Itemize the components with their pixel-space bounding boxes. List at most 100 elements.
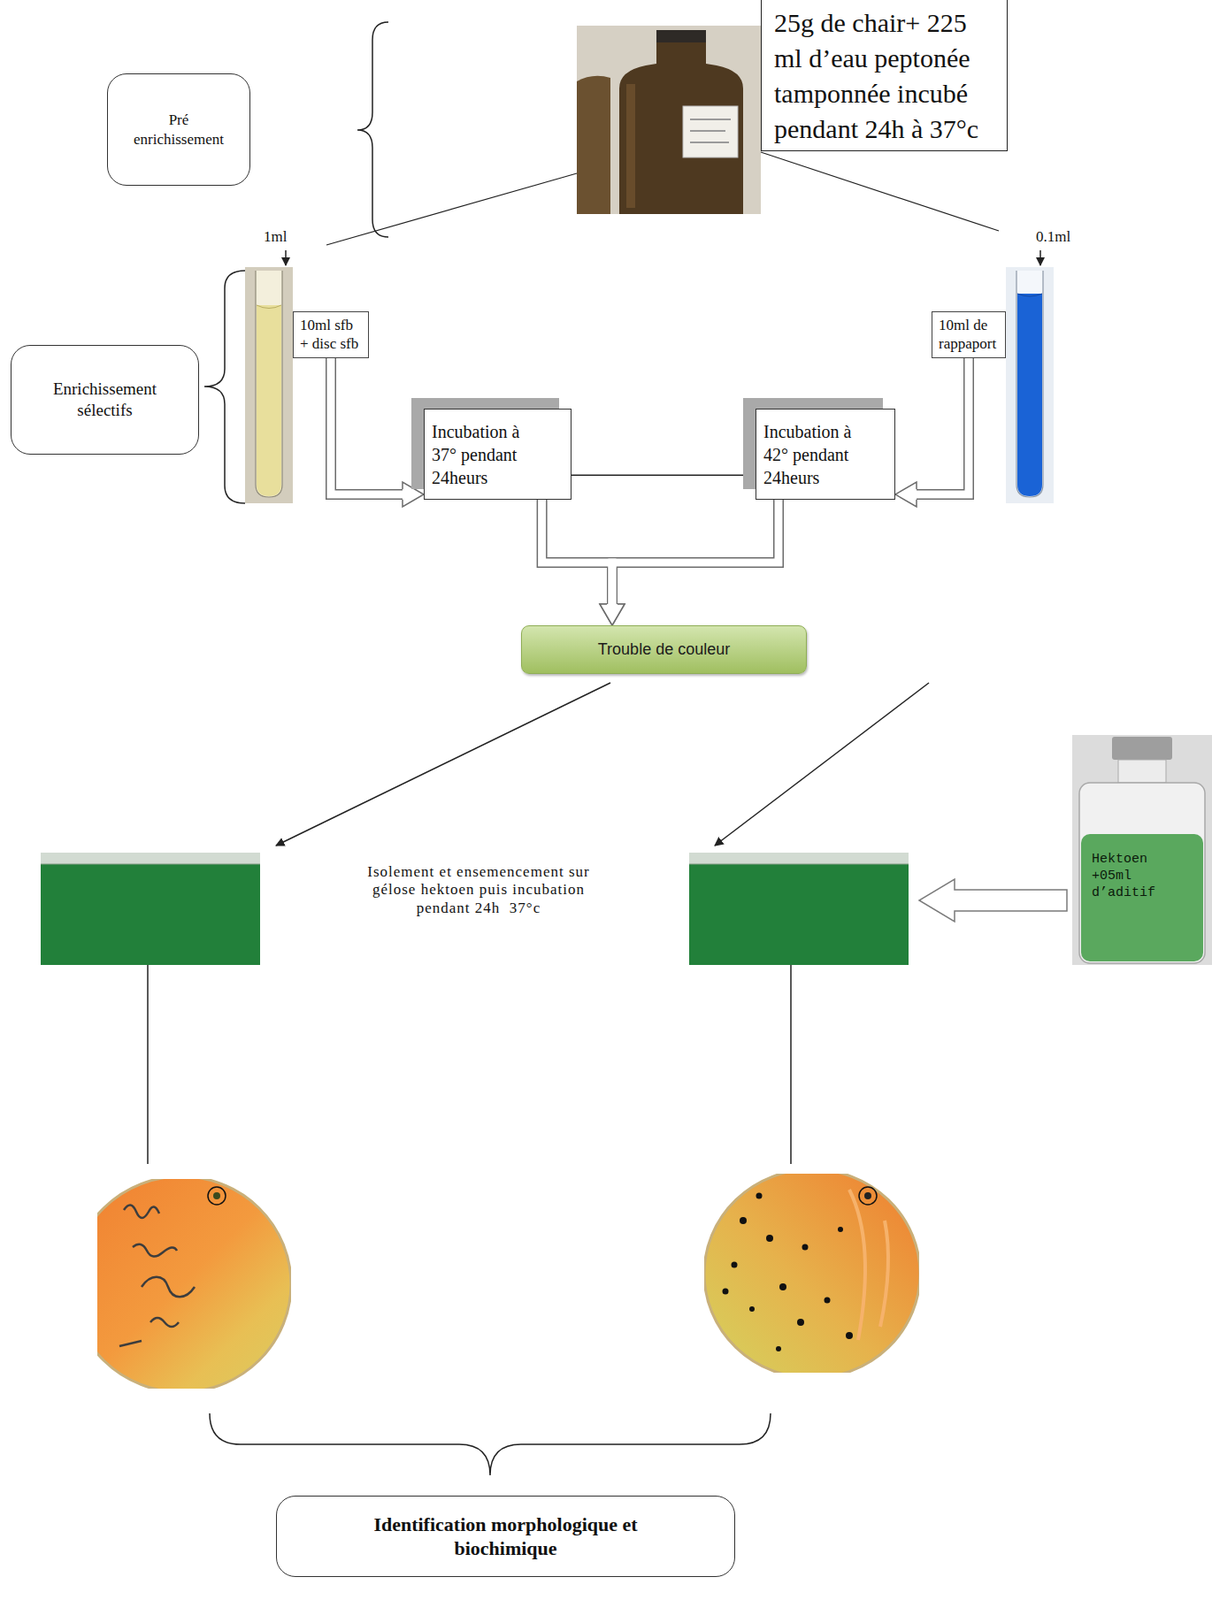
- bottle-cap: [656, 30, 706, 43]
- bottle-photo: [576, 76, 611, 215]
- hollow-arrow-fill: [612, 499, 779, 605]
- bottle-photo: [619, 38, 744, 215]
- node-text: Identification morphologique et biochimi…: [345, 1512, 666, 1562]
- down-arrow: [284, 250, 287, 266]
- colony: [731, 1262, 738, 1269]
- bottle-neck: [1118, 759, 1166, 783]
- handwriting-mark: [123, 1204, 160, 1219]
- node-text: Trouble de couleur: [532, 639, 796, 660]
- label-lines: [690, 119, 731, 143]
- test-tube: [1016, 270, 1044, 498]
- colony: [845, 1332, 853, 1340]
- culture-plate-photo: [97, 1179, 292, 1389]
- colony-circle: [207, 1187, 226, 1205]
- tube-liquid: [256, 305, 282, 497]
- leader-line: [760, 152, 999, 231]
- process-box: Incubation à 37° pendant 24heurs: [423, 408, 572, 500]
- colony: [766, 1235, 774, 1243]
- handwriting-mark: [141, 1277, 195, 1298]
- culture-plate-photo: [704, 1173, 920, 1374]
- hollow-arrow: [919, 879, 1067, 922]
- plate-rim: [40, 852, 261, 865]
- step-label: 0.1ml: [1035, 228, 1071, 246]
- colony: [864, 1192, 872, 1200]
- node-text: 10ml de rappaport: [938, 315, 999, 354]
- hollow-arrow-fill: [330, 358, 403, 496]
- colony: [739, 1217, 747, 1225]
- bottle-cap: [1112, 736, 1173, 760]
- bottle-label: [682, 106, 738, 158]
- arrow-line: [276, 682, 611, 846]
- agar-liquid: [1081, 834, 1204, 962]
- rounded-box: Enrichissement sélectifs: [10, 345, 200, 455]
- colony: [775, 1346, 782, 1352]
- colony: [213, 1192, 221, 1200]
- curly-brace: [357, 22, 389, 238]
- node-text: 25g de chair+ 225 ml d’eau peptonée tamp…: [774, 5, 995, 147]
- colony: [779, 1283, 787, 1291]
- colony: [749, 1306, 755, 1312]
- curly-brace: [204, 270, 246, 504]
- test-tube: [255, 270, 283, 498]
- note-box: 10ml sfb + disc sfb: [292, 311, 369, 359]
- colony: [837, 1227, 844, 1233]
- agar-plate: [689, 852, 909, 966]
- glass-highlight: [626, 84, 636, 208]
- process-box: Incubation à 42° pendant 24heurs: [755, 408, 896, 500]
- plate-rim-line: [689, 864, 909, 866]
- connector-line: [571, 474, 756, 476]
- tube-liquid: [1017, 293, 1043, 497]
- plate-rim-line: [40, 864, 261, 866]
- handwriting-mark: [150, 1318, 179, 1328]
- connector-outlines: [330, 358, 969, 606]
- arrow-line: [714, 682, 929, 846]
- node-text: 10ml sfb + disc sfb: [299, 315, 362, 354]
- meniscus: [1017, 293, 1043, 297]
- step-label: 1ml: [263, 228, 287, 246]
- bottle-node: Hektoen +05ml d’aditif: [1072, 735, 1212, 966]
- hollow-arrow: [330, 358, 403, 496]
- step-label: Isolement et ensemencement sur gélose he…: [364, 863, 593, 918]
- handwriting-mark: [132, 1244, 177, 1258]
- result-box: Trouble de couleur: [521, 625, 807, 675]
- node-text: Hektoen +05ml d’aditif: [1091, 851, 1166, 902]
- link-line: [146, 965, 149, 1165]
- photo-background: [576, 25, 761, 215]
- colony: [722, 1288, 729, 1296]
- hollow-arrow-fill: [542, 499, 613, 605]
- bottle-outline: [1072, 735, 1212, 966]
- colony: [824, 1297, 831, 1305]
- note-box: 10ml de rappaport: [931, 311, 1006, 359]
- hollow-arrow: [916, 358, 969, 496]
- hollow-arrow: [542, 499, 613, 605]
- meniscus: [256, 305, 282, 309]
- streak-mark: [849, 1189, 889, 1341]
- photo-background: [1005, 267, 1054, 504]
- colony: [802, 1244, 809, 1251]
- colony: [756, 1193, 763, 1200]
- curly-brace: [209, 1413, 771, 1476]
- bottle-body: [1079, 782, 1205, 964]
- link-line: [790, 965, 792, 1165]
- node-text: Enrichissement sélectifs: [38, 378, 172, 422]
- colony: [797, 1319, 805, 1327]
- leader-line: [326, 173, 577, 246]
- down-arrow: [1039, 250, 1042, 266]
- plate-rim: [689, 852, 909, 865]
- photo-background: [1072, 735, 1212, 966]
- agar-plate: [40, 852, 261, 966]
- rounded-box: Identification morphologique et biochimi…: [276, 1495, 736, 1578]
- note-box: 25g de chair+ 225 ml d’eau peptonée tamp…: [760, 0, 1008, 152]
- rounded-box: Pré enrichissement: [107, 73, 251, 186]
- hollow-arrow: [612, 499, 779, 605]
- node-text: Incubation à 37° pendant 24heurs: [431, 420, 536, 490]
- colony-circle: [859, 1187, 877, 1205]
- photo-background: [245, 267, 293, 504]
- node-text: Pré enrichissement: [125, 110, 232, 149]
- node-text: Incubation à 42° pendant 24heurs: [763, 420, 867, 490]
- connector-fills: [330, 358, 969, 606]
